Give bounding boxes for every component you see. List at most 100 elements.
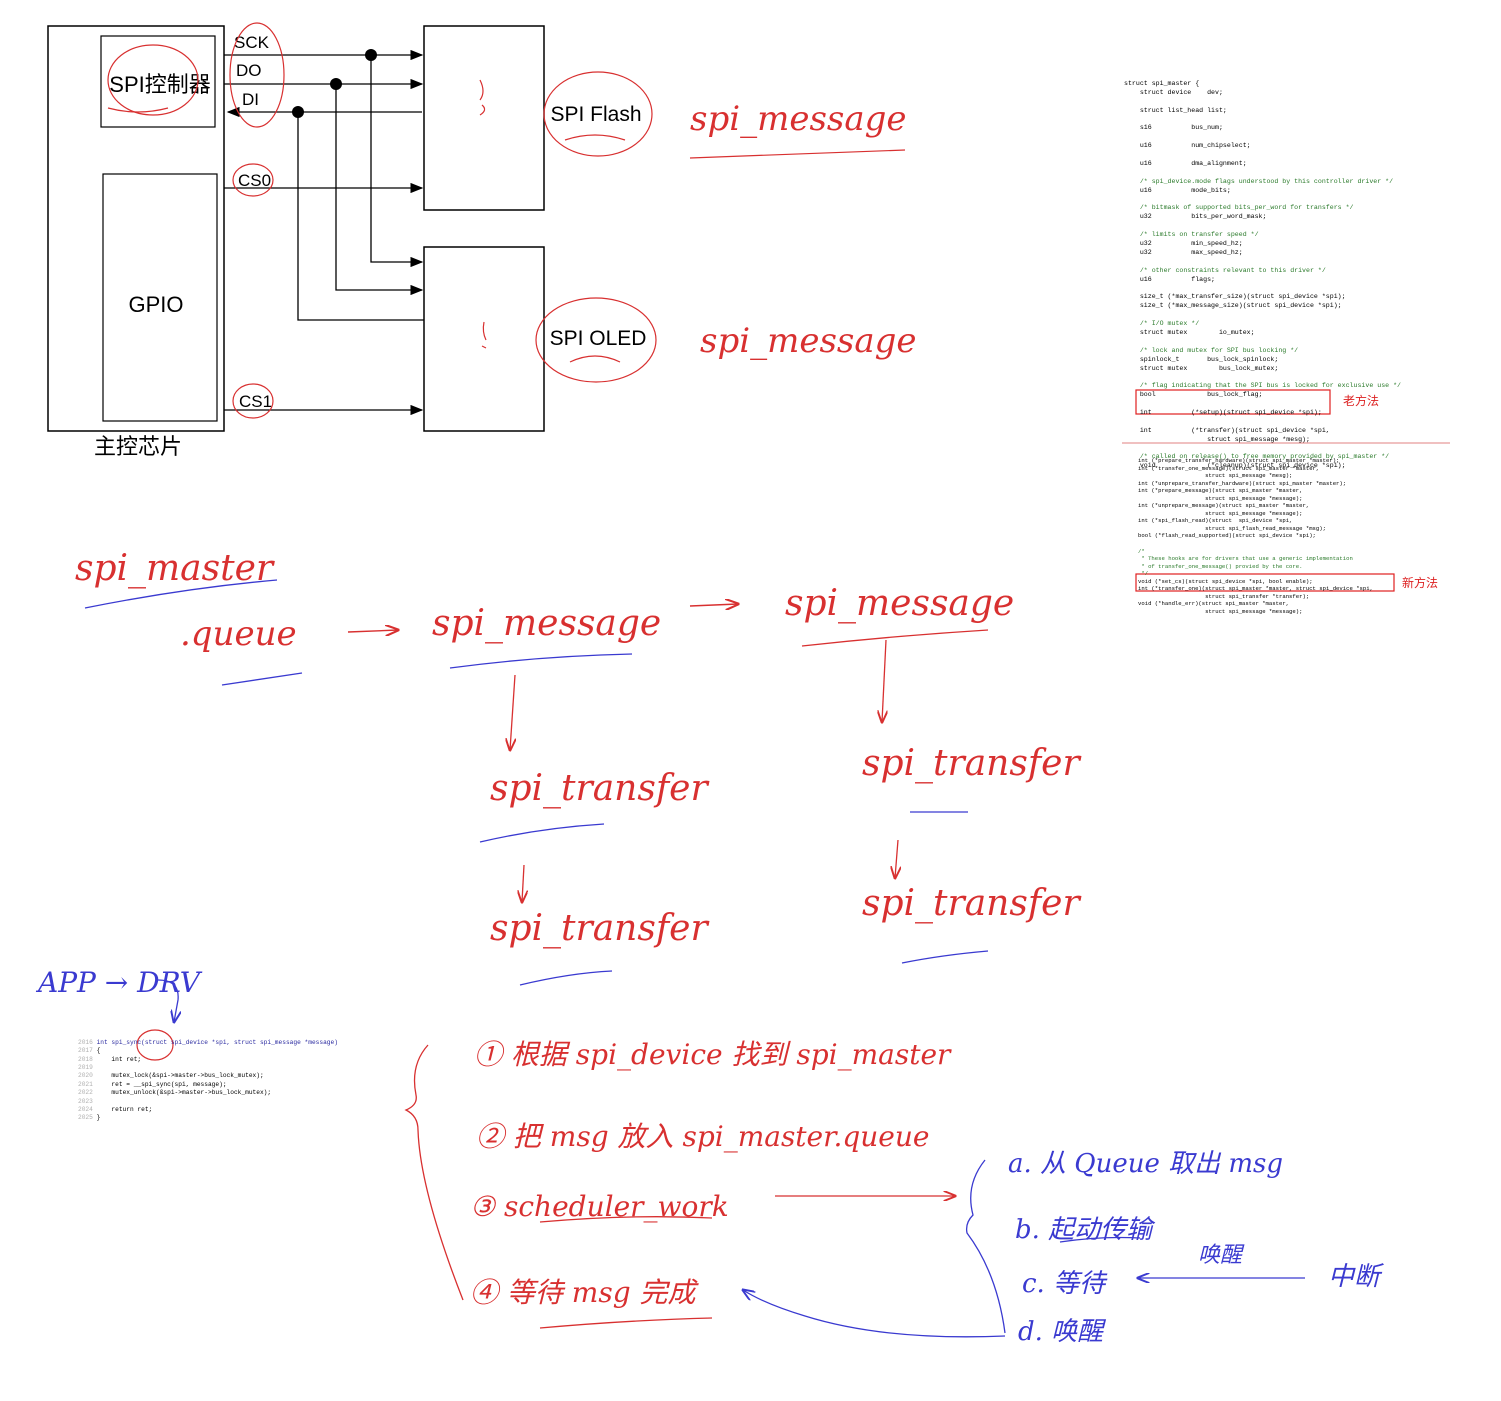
code-text: mutex_unlock(&spi->master->bus_lock_mute… — [96, 1089, 272, 1097]
line-number: 2018 — [78, 1055, 97, 1063]
code-line: struct spi_transfer *transfer); — [1138, 592, 1310, 600]
spi-flash-label: SPI Flash — [550, 103, 641, 126]
code-line: int (*transfer_one_message)(struct spi_m… — [1138, 464, 1320, 472]
code-line: struct spi_message *message); — [1138, 494, 1303, 502]
code-line: struct spi_message *mesg); — [1138, 472, 1293, 480]
brace-left — [404, 1044, 464, 1301]
code-line: 2025 } — [78, 1114, 398, 1122]
t1b-note: spi_transfer — [490, 908, 709, 949]
interrupt-note: 中断 — [1328, 1262, 1384, 1292]
code-line: struct spi_message *message); — [1138, 509, 1303, 517]
hooks-code: int (*prepare_transfer_hardware)(struct … — [1138, 457, 1398, 615]
spi-master-note: spi_master — [75, 548, 275, 589]
code-line: /* lock and mutex for SPI bus locking */ — [1124, 346, 1299, 354]
arrow-down — [510, 674, 515, 750]
line-number: 2020 — [78, 1072, 97, 1080]
line-number: 2017 — [78, 1047, 97, 1055]
code-line: struct spi_flash_read_message *msg); — [1138, 524, 1326, 532]
code-text — [97, 1098, 101, 1105]
underline — [539, 1216, 713, 1223]
code-line — [1124, 311, 1424, 320]
brace-right — [965, 1159, 1006, 1334]
t2b-note: spi_transfer — [862, 883, 1081, 924]
code-line — [1124, 373, 1424, 382]
code-text — [97, 1064, 101, 1071]
code-line: u16 flags; — [1124, 275, 1216, 283]
code-line — [1124, 151, 1424, 160]
code-line: int (*unprepare_transfer_hardware)(struc… — [1138, 479, 1347, 487]
arrow-down — [895, 839, 898, 878]
code-line: struct mutex io_mutex; — [1124, 328, 1255, 336]
code-text: int ret; — [96, 1055, 142, 1063]
oled-note: spi_message — [700, 321, 917, 361]
code-line: struct list_head list; — [1124, 106, 1227, 114]
underline — [84, 579, 278, 609]
code-line: u32 max_speed_hz; — [1124, 248, 1243, 256]
underline — [519, 970, 613, 986]
underline — [221, 672, 303, 686]
step2-note: ② 把 msg 放入 spi_master.queue — [476, 1120, 929, 1153]
step4-note: ④ 等待 msg 完成 — [470, 1276, 700, 1309]
code-line: 2016 int spi_sync(struct spi_device *spi… — [78, 1039, 398, 1047]
line-number: 2023 — [78, 1097, 97, 1105]
line-number: 2022 — [78, 1089, 97, 1097]
code-line: bool bus_lock_flag; — [1124, 391, 1263, 399]
flash-note: spi_message — [690, 99, 907, 139]
di-branch — [297, 112, 424, 321]
code-line: */ — [1138, 570, 1149, 578]
code-line: spinlock_t bus_lock_spinlock; — [1124, 355, 1279, 363]
code-line: /* called on release() to free memory pr… — [1124, 453, 1390, 461]
code-line: size_t (*max_message_size)(struct spi_de… — [1124, 302, 1342, 310]
code-line: * These hooks are for drivers that use a… — [1138, 555, 1353, 563]
code-line: u16 mode_bits; — [1124, 186, 1231, 194]
code-line — [1124, 418, 1424, 427]
msg1-note: spi_message — [432, 603, 661, 644]
code-text: int spi_sync(struct spi_device *spi, str… — [96, 1039, 338, 1046]
line-number: 2024 — [78, 1105, 97, 1113]
code-line — [1124, 196, 1424, 205]
underline — [539, 1317, 713, 1329]
code-line: struct spi_message *mesg); — [1124, 435, 1310, 443]
arrow-down — [522, 864, 524, 902]
underline — [901, 950, 989, 964]
code-line: 2022 mutex_unlock(&spi->master->bus_lock… — [78, 1089, 398, 1097]
sync-circle — [136, 1029, 174, 1061]
code-line: 2017 { — [78, 1047, 398, 1055]
pin-di-label: DI — [242, 90, 259, 109]
code-line: /* limits on transfer speed */ — [1124, 231, 1259, 239]
new-method-box — [1135, 573, 1395, 592]
sub-b-note: b. 起动传输 — [1015, 1215, 1156, 1245]
main-chip-box — [47, 25, 225, 432]
arrow-to-sync — [157, 979, 178, 1022]
code-text: mutex_lock(&spi->master->bus_lock_mutex)… — [96, 1072, 264, 1080]
code-line — [1124, 133, 1424, 142]
arrow-down — [882, 639, 886, 722]
struct-spi-master-code: struct spi_master { struct device dev; s… — [1124, 80, 1424, 471]
code-line: u16 dma_alignment; — [1124, 160, 1247, 168]
junction-dot — [365, 49, 377, 61]
spi-controller-box: SPI控制器 — [100, 35, 216, 128]
code-line: /* I/O mutex */ — [1124, 320, 1200, 328]
code-line: int (*prepare_message)(struct spi_master… — [1138, 487, 1303, 495]
old-method-box — [1135, 389, 1331, 415]
old-method-tag: 老方法 — [1343, 394, 1380, 408]
code-line: 2023 — [78, 1098, 398, 1106]
queue-note: .queue — [180, 614, 297, 654]
code-line: u16 num_chipselect; — [1124, 142, 1251, 150]
code-line: int (*spi_flash_read)(struct spi_device … — [1138, 517, 1293, 525]
line-number: 2016 — [78, 1039, 97, 1046]
underline — [449, 653, 633, 669]
code-line: /* flag indicating that the SPI bus is l… — [1124, 382, 1401, 390]
do-branch — [335, 84, 424, 296]
app-drv-note: APP → DRV — [35, 966, 203, 999]
code-text: return ret; — [96, 1105, 153, 1113]
arrow-wake-to-step4 — [743, 1290, 1006, 1338]
code-line — [1124, 222, 1424, 231]
underline — [479, 823, 605, 843]
code-line — [1124, 338, 1424, 347]
code-line: struct mutex bus_lock_mutex; — [1124, 364, 1279, 372]
code-line: 2018 int ret; — [78, 1056, 398, 1064]
code-line: struct spi_message *message); — [1138, 607, 1303, 615]
code-line: int (*prepare_transfer_hardware)(struct … — [1138, 457, 1340, 464]
